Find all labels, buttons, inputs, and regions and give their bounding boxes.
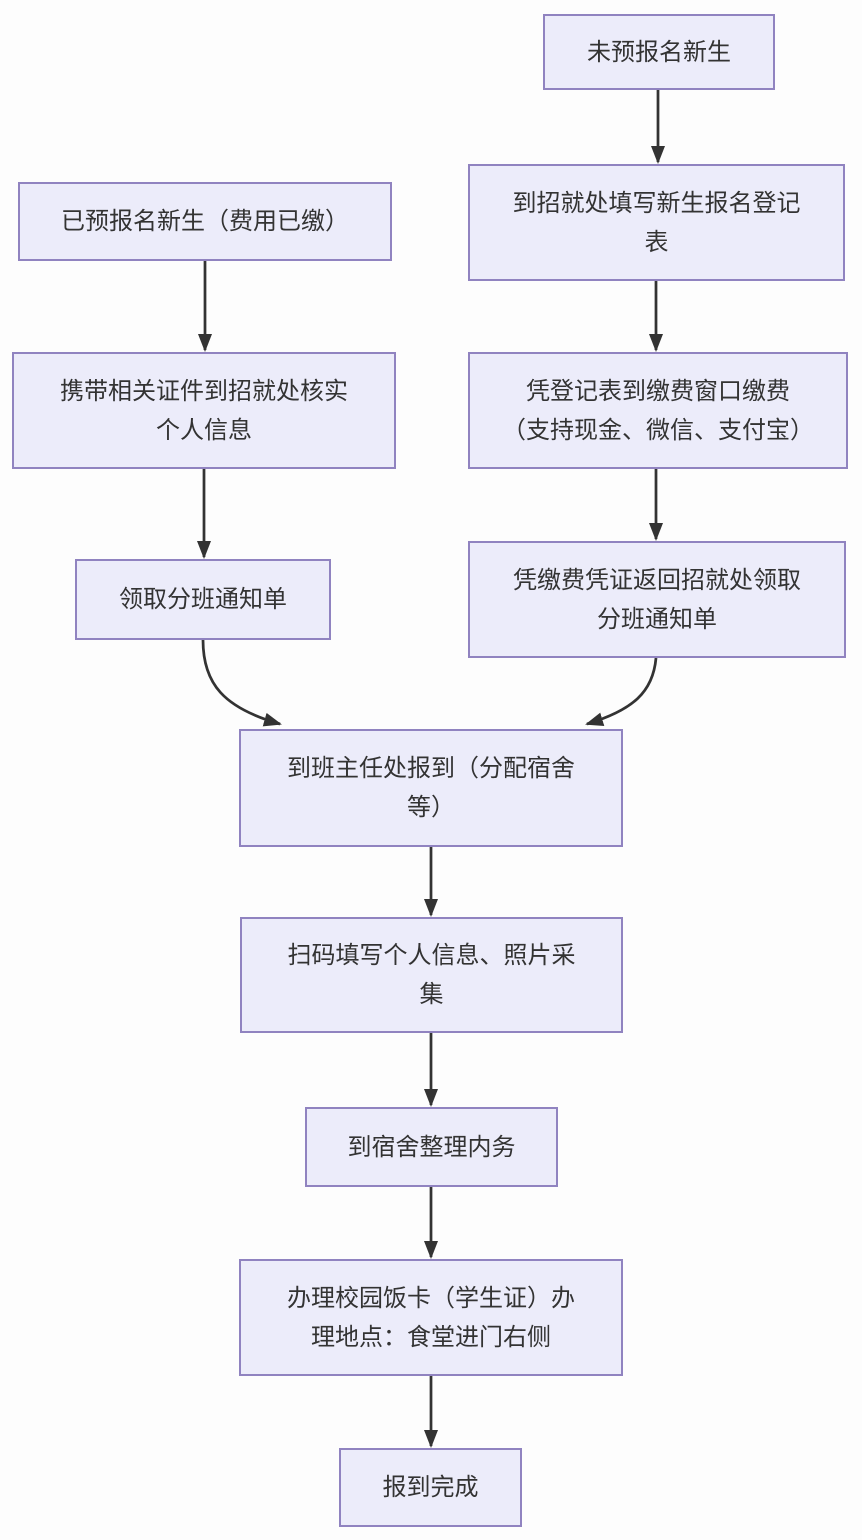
node-scan-info-photo-capture: 扫码填写个人信息、照片采 集 bbox=[240, 917, 623, 1033]
node-return-get-class-notice: 凭缴费凭证返回招就处领取 分班通知单 bbox=[468, 541, 846, 658]
node-label: 报到完成 bbox=[382, 1473, 479, 1501]
node-label: 携带相关证件到招就处核实 个人信息 bbox=[60, 376, 348, 444]
node-unregistered-newcomer: 未预报名新生 bbox=[543, 14, 775, 90]
node-fill-registration-form: 到招就处填写新生报名登记 表 bbox=[468, 164, 845, 281]
node-label: 扫码填写个人信息、照片采 集 bbox=[287, 941, 576, 1008]
node-label: 到招就处填写新生报名登记 表 bbox=[512, 188, 801, 256]
node-pay-at-window: 凭登记表到缴费窗口缴费 （支持现金、微信、支付宝） bbox=[468, 352, 848, 469]
node-get-class-notice: 领取分班通知单 bbox=[75, 559, 331, 640]
arrow-n7-n8 bbox=[585, 657, 658, 727]
node-label: 到班主任处报到（分配宿舍 等） bbox=[287, 754, 575, 821]
node-verify-personal-info: 携带相关证件到招就处核实 个人信息 bbox=[12, 352, 396, 469]
node-label: 凭缴费凭证返回招就处领取 分班通知单 bbox=[513, 565, 801, 633]
node-label: 已预报名新生（费用已缴） bbox=[61, 207, 349, 235]
node-label: 到宿舍整理内务 bbox=[347, 1132, 516, 1161]
node-registration-complete: 报到完成 bbox=[339, 1448, 522, 1527]
node-preregistered-newcomer: 已预报名新生（费用已缴） bbox=[18, 182, 392, 261]
node-report-to-head-teacher: 到班主任处报到（分配宿舍 等） bbox=[239, 729, 623, 847]
node-label: 未预报名新生 bbox=[587, 37, 731, 66]
arrow-n6-n8 bbox=[201, 639, 282, 727]
node-label: 领取分班通知单 bbox=[119, 585, 287, 613]
node-apply-meal-card: 办理校园饭卡（学生证）办 理地点：食堂进门右侧 bbox=[239, 1259, 623, 1376]
node-dorm-housekeeping: 到宿舍整理内务 bbox=[305, 1107, 558, 1187]
node-label: 办理校园饭卡（学生证）办 理地点：食堂进门右侧 bbox=[287, 1283, 575, 1351]
node-label: 凭登记表到缴费窗口缴费 （支持现金、微信、支付宝） bbox=[502, 376, 814, 444]
